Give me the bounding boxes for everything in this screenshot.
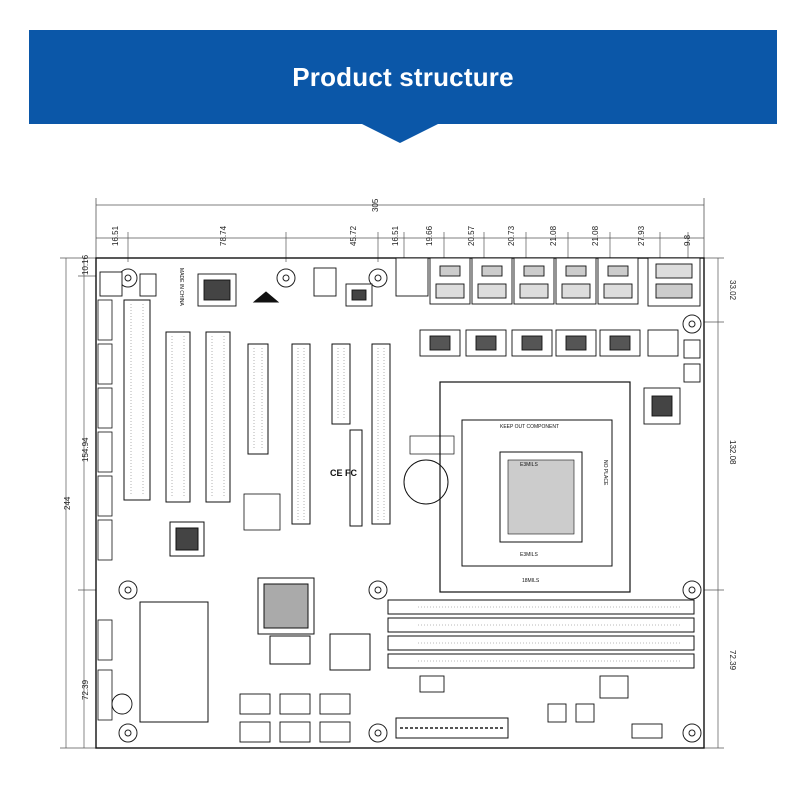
left-small-dim: 10.16 — [81, 254, 90, 275]
expansion-slots — [123, 299, 391, 527]
top-seg-2: 78.74 — [219, 225, 228, 246]
e3mils-top: E3MILS — [520, 462, 538, 468]
dimm-spacing-label: 18MILS — [522, 578, 540, 584]
left-total-dim: 244 — [63, 496, 72, 510]
rear-io-connectors — [395, 257, 701, 307]
made-in-china-text: MADE IN CHINA — [178, 268, 184, 306]
warning-triangle-icon — [252, 291, 280, 303]
left-edge-headers — [97, 299, 113, 721]
left-dimension-lines — [60, 257, 96, 749]
top-seg-8: 21.08 — [549, 225, 558, 246]
right-top-dim: 33.02 — [728, 280, 737, 301]
overall-width-label: 305 — [371, 198, 380, 212]
cmos-battery — [403, 459, 449, 505]
top-seg-10: 27.93 — [637, 225, 646, 246]
lan-chips — [419, 329, 701, 425]
bottom-right-components — [111, 675, 663, 739]
right-dimension-lines — [704, 257, 724, 749]
heatsink-area — [243, 493, 281, 531]
top-seg-6: 20.57 — [467, 225, 476, 246]
header-banner: Product structure — [29, 30, 777, 124]
top-segment-dimension — [96, 232, 704, 262]
top-left-components — [99, 267, 373, 307]
keepout-label: KEEP OUT COMPONENT — [500, 424, 559, 430]
top-seg-9: 21.08 — [591, 225, 600, 246]
page-title: Product structure — [292, 62, 514, 92]
top-seg-3: 45.72 — [349, 225, 358, 246]
dimm-pins — [418, 606, 680, 662]
e3mils-bottom: E3MILS — [520, 552, 538, 558]
no-place-label: NO PLACE — [602, 460, 608, 486]
right-middle-dim: 132.08 — [728, 440, 737, 465]
mounting-hole-icon — [118, 268, 702, 743]
left-middle-dim: 154.94 — [81, 437, 90, 462]
cpu-socket-area — [439, 381, 631, 593]
right-bottom-dim: 72.39 — [728, 650, 737, 671]
text-block — [409, 435, 455, 455]
left-bottom-dim: 72.39 — [81, 679, 90, 700]
chipset-area — [139, 521, 371, 723]
ce-fc-mark: CE FC — [330, 468, 358, 478]
overall-width-dimension — [95, 198, 705, 258]
cpu-socket-pins — [507, 459, 575, 535]
top-seg-11: 9.8 — [683, 234, 692, 246]
banner-pointer — [360, 123, 440, 143]
top-seg-5: 19.66 — [425, 225, 434, 246]
top-seg-7: 20.73 — [507, 225, 516, 246]
dimm-slots — [387, 599, 695, 669]
slot-pins — [130, 304, 385, 520]
top-seg-4: 16.51 — [391, 225, 400, 246]
sata-connectors — [239, 693, 351, 743]
top-seg-1: 16.51 — [111, 225, 120, 246]
